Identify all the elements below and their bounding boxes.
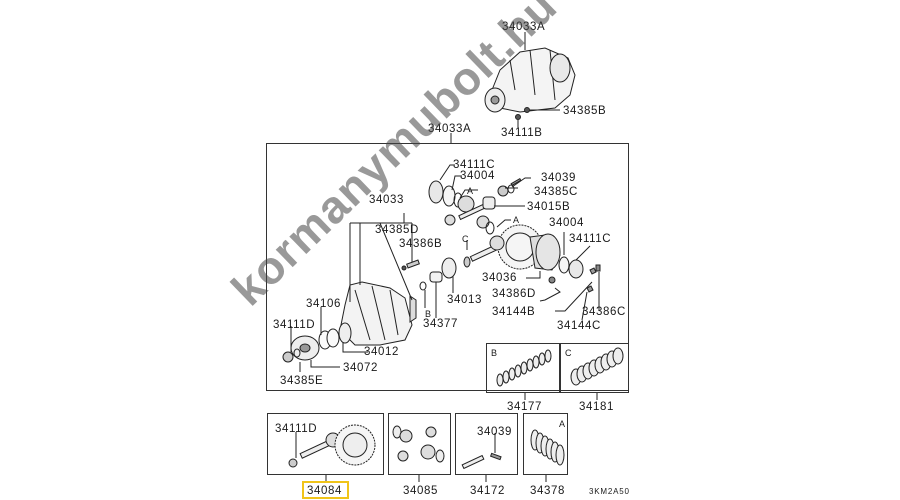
part-label-34111c-left[interactable]: 34111C (453, 159, 496, 171)
bottom-inner-34111d[interactable]: 34111D (275, 423, 318, 435)
bottom-box-pin-set[interactable] (455, 413, 518, 475)
part-label-34004-right[interactable]: 34004 (549, 217, 584, 229)
race-right-icon (558, 256, 570, 274)
part-label-34378[interactable]: 34378 (530, 485, 565, 497)
spring-b-icon (496, 349, 552, 387)
ref-a-top: A (467, 186, 474, 196)
bolt-b-icon (406, 259, 420, 269)
bottom-box-diff-gears[interactable] (388, 413, 451, 475)
part-label-34013[interactable]: 34013 (447, 294, 482, 306)
carrier-housing[interactable] (338, 281, 417, 346)
part-label-34111b[interactable]: 34111B (501, 127, 543, 139)
cap-c-icon (586, 285, 594, 293)
part-label-34085[interactable]: 34085 (403, 485, 438, 497)
part-label-34386c[interactable]: 34386C (582, 306, 626, 318)
bolt-d-icon (548, 276, 556, 284)
ref-a-mid: A (513, 215, 520, 225)
diagram-code: 3KM2A50 (589, 487, 630, 496)
pin-set-icon (461, 452, 502, 470)
part-label-34172[interactable]: 34172 (470, 485, 505, 497)
selected-part-highlight[interactable] (302, 481, 349, 499)
differential-case[interactable] (529, 233, 561, 271)
part-label-34111c-right[interactable]: 34111C (569, 233, 612, 245)
part-label-34386d[interactable]: 34386D (492, 288, 536, 300)
bottom-inner-34039[interactable]: 34039 (477, 426, 512, 438)
part-label-34385d[interactable]: 34385D (375, 224, 419, 236)
plug-d-icon (401, 265, 407, 271)
spring-a-icon (530, 429, 565, 466)
cap-b-icon (589, 267, 597, 275)
plug-icon (524, 107, 530, 113)
main-assembly-frame (266, 143, 629, 391)
subbox-c[interactable] (560, 343, 629, 393)
part-label-34012[interactable]: 34012 (364, 346, 399, 358)
ref-b: B (425, 309, 432, 319)
ref-c: C (462, 234, 470, 244)
part-label-34385e[interactable]: 34385E (280, 375, 324, 387)
nut-d-icon (282, 351, 294, 363)
ring-and-pinion-icon (288, 424, 376, 468)
part-label-34144c[interactable]: 34144C (557, 320, 601, 332)
diff-gears-icon (392, 425, 445, 463)
part-label-34377[interactable]: 34377 (423, 318, 458, 330)
nut-icon (515, 114, 521, 120)
part-label-34386b[interactable]: 34386B (399, 238, 443, 250)
differential-housing-top[interactable] (484, 47, 576, 113)
part-label-34033a-top[interactable]: 34033A (502, 21, 546, 33)
spacer-icon (482, 196, 496, 210)
part-label-34015b[interactable]: 34015B (527, 201, 571, 213)
part-label-34111d[interactable]: 34111D (273, 319, 316, 331)
subbox-c-ref: C (565, 348, 573, 358)
part-label-34385c[interactable]: 34385C (534, 186, 578, 198)
part-label-34033a-link[interactable]: 34033A (428, 123, 472, 135)
part-label-34106[interactable]: 34106 (306, 298, 341, 310)
drive-pinion[interactable] (463, 235, 505, 268)
part-label-34004-left[interactable]: 34004 (460, 170, 495, 182)
part-label-34181[interactable]: 34181 (579, 401, 614, 413)
pin-icon (510, 177, 522, 187)
part-label-34385b[interactable]: 34385B (563, 105, 607, 117)
part-label-34177[interactable]: 34177 (507, 401, 542, 413)
part-label-34039[interactable]: 34039 (541, 172, 576, 184)
bottom-box-spring[interactable] (523, 413, 568, 475)
part-label-34036[interactable]: 34036 (482, 272, 517, 284)
bottom-box-gear-set[interactable] (267, 413, 384, 475)
subbox-b-ref: B (491, 348, 498, 358)
part-label-34072[interactable]: 34072 (343, 362, 378, 374)
washer-e-icon (293, 348, 301, 358)
subbox-b[interactable] (486, 343, 560, 393)
pinion-bearing-icon (441, 257, 457, 279)
part-label-34084[interactable]: 34084 (307, 485, 342, 497)
part-label-34144b[interactable]: 34144B (492, 306, 536, 318)
part-label-34033[interactable]: 34033 (369, 194, 404, 206)
shim-b-icon (419, 281, 427, 291)
spring-c-icon (570, 347, 624, 386)
bolt-c-icon (595, 264, 601, 272)
bottom-inner-ref-a: A (559, 419, 566, 429)
